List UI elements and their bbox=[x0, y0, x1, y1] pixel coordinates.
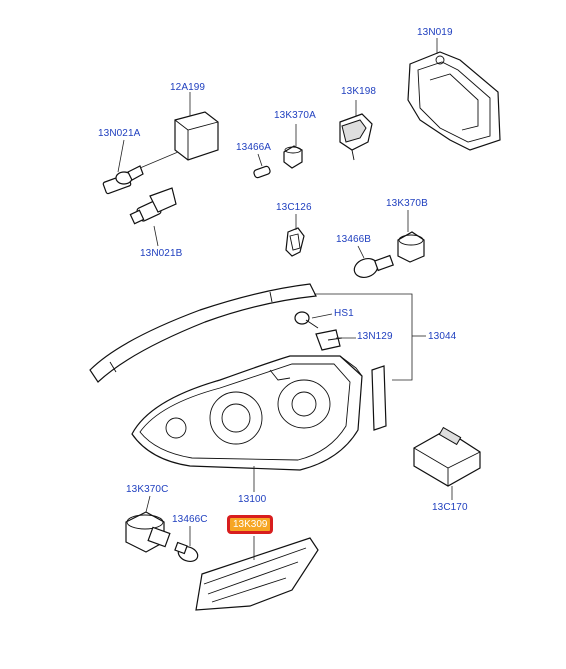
part-13N021A-bulb[interactable] bbox=[102, 165, 144, 195]
label-13N021A: 13N021A bbox=[98, 128, 141, 139]
part-13466B-bulb[interactable] bbox=[352, 254, 394, 280]
part-13N021B-bulb[interactable] bbox=[129, 187, 177, 225]
label-13K198: 13K198 bbox=[341, 86, 377, 97]
label-13044: 13044 bbox=[428, 331, 457, 342]
label-13N021B: 13N021B bbox=[140, 248, 183, 259]
label-13N129: 13N129 bbox=[357, 331, 393, 342]
part-13044-trim-strip[interactable] bbox=[89, 283, 317, 383]
part-13044-bracket[interactable] bbox=[371, 365, 387, 431]
part-12A199-cap[interactable] bbox=[174, 111, 219, 161]
part-13100-headlamp[interactable] bbox=[131, 355, 363, 471]
part-13K370A-socket[interactable] bbox=[283, 145, 303, 169]
part-13K370C-socket[interactable] bbox=[125, 511, 171, 553]
label-13K309-highlighted[interactable]: 13K309 bbox=[228, 516, 273, 533]
label-13K370C: 13K370C bbox=[126, 484, 169, 495]
part-13N019-cover[interactable] bbox=[407, 51, 501, 151]
part-13N129-bracket[interactable] bbox=[315, 329, 343, 351]
part-13K370B-socket[interactable] bbox=[397, 231, 425, 263]
label-13N019: 13N019 bbox=[417, 27, 453, 38]
label-HS1: HS1 bbox=[334, 308, 354, 319]
label-13100: 13100 bbox=[238, 494, 267, 505]
label-13K370B: 13K370B bbox=[386, 198, 428, 209]
part-13C126-clip[interactable] bbox=[285, 227, 305, 257]
label-13C170: 13C170 bbox=[432, 502, 468, 513]
part-13K309-lens[interactable] bbox=[195, 537, 319, 611]
label-13K370A: 13K370A bbox=[274, 110, 316, 121]
label-13466C: 13466C bbox=[172, 514, 208, 525]
part-13466A-bulb[interactable] bbox=[253, 165, 271, 179]
label-13466B: 13466B bbox=[336, 234, 372, 245]
label-13466A: 13466A bbox=[236, 142, 272, 153]
part-13C170-module[interactable] bbox=[413, 426, 481, 487]
label-13C126: 13C126 bbox=[276, 202, 312, 213]
part-HS1-screw[interactable] bbox=[294, 311, 319, 329]
part-13K198-actuator[interactable] bbox=[339, 113, 373, 161]
part-13466C-bulb[interactable] bbox=[174, 541, 200, 564]
label-12A199: 12A199 bbox=[170, 82, 206, 93]
